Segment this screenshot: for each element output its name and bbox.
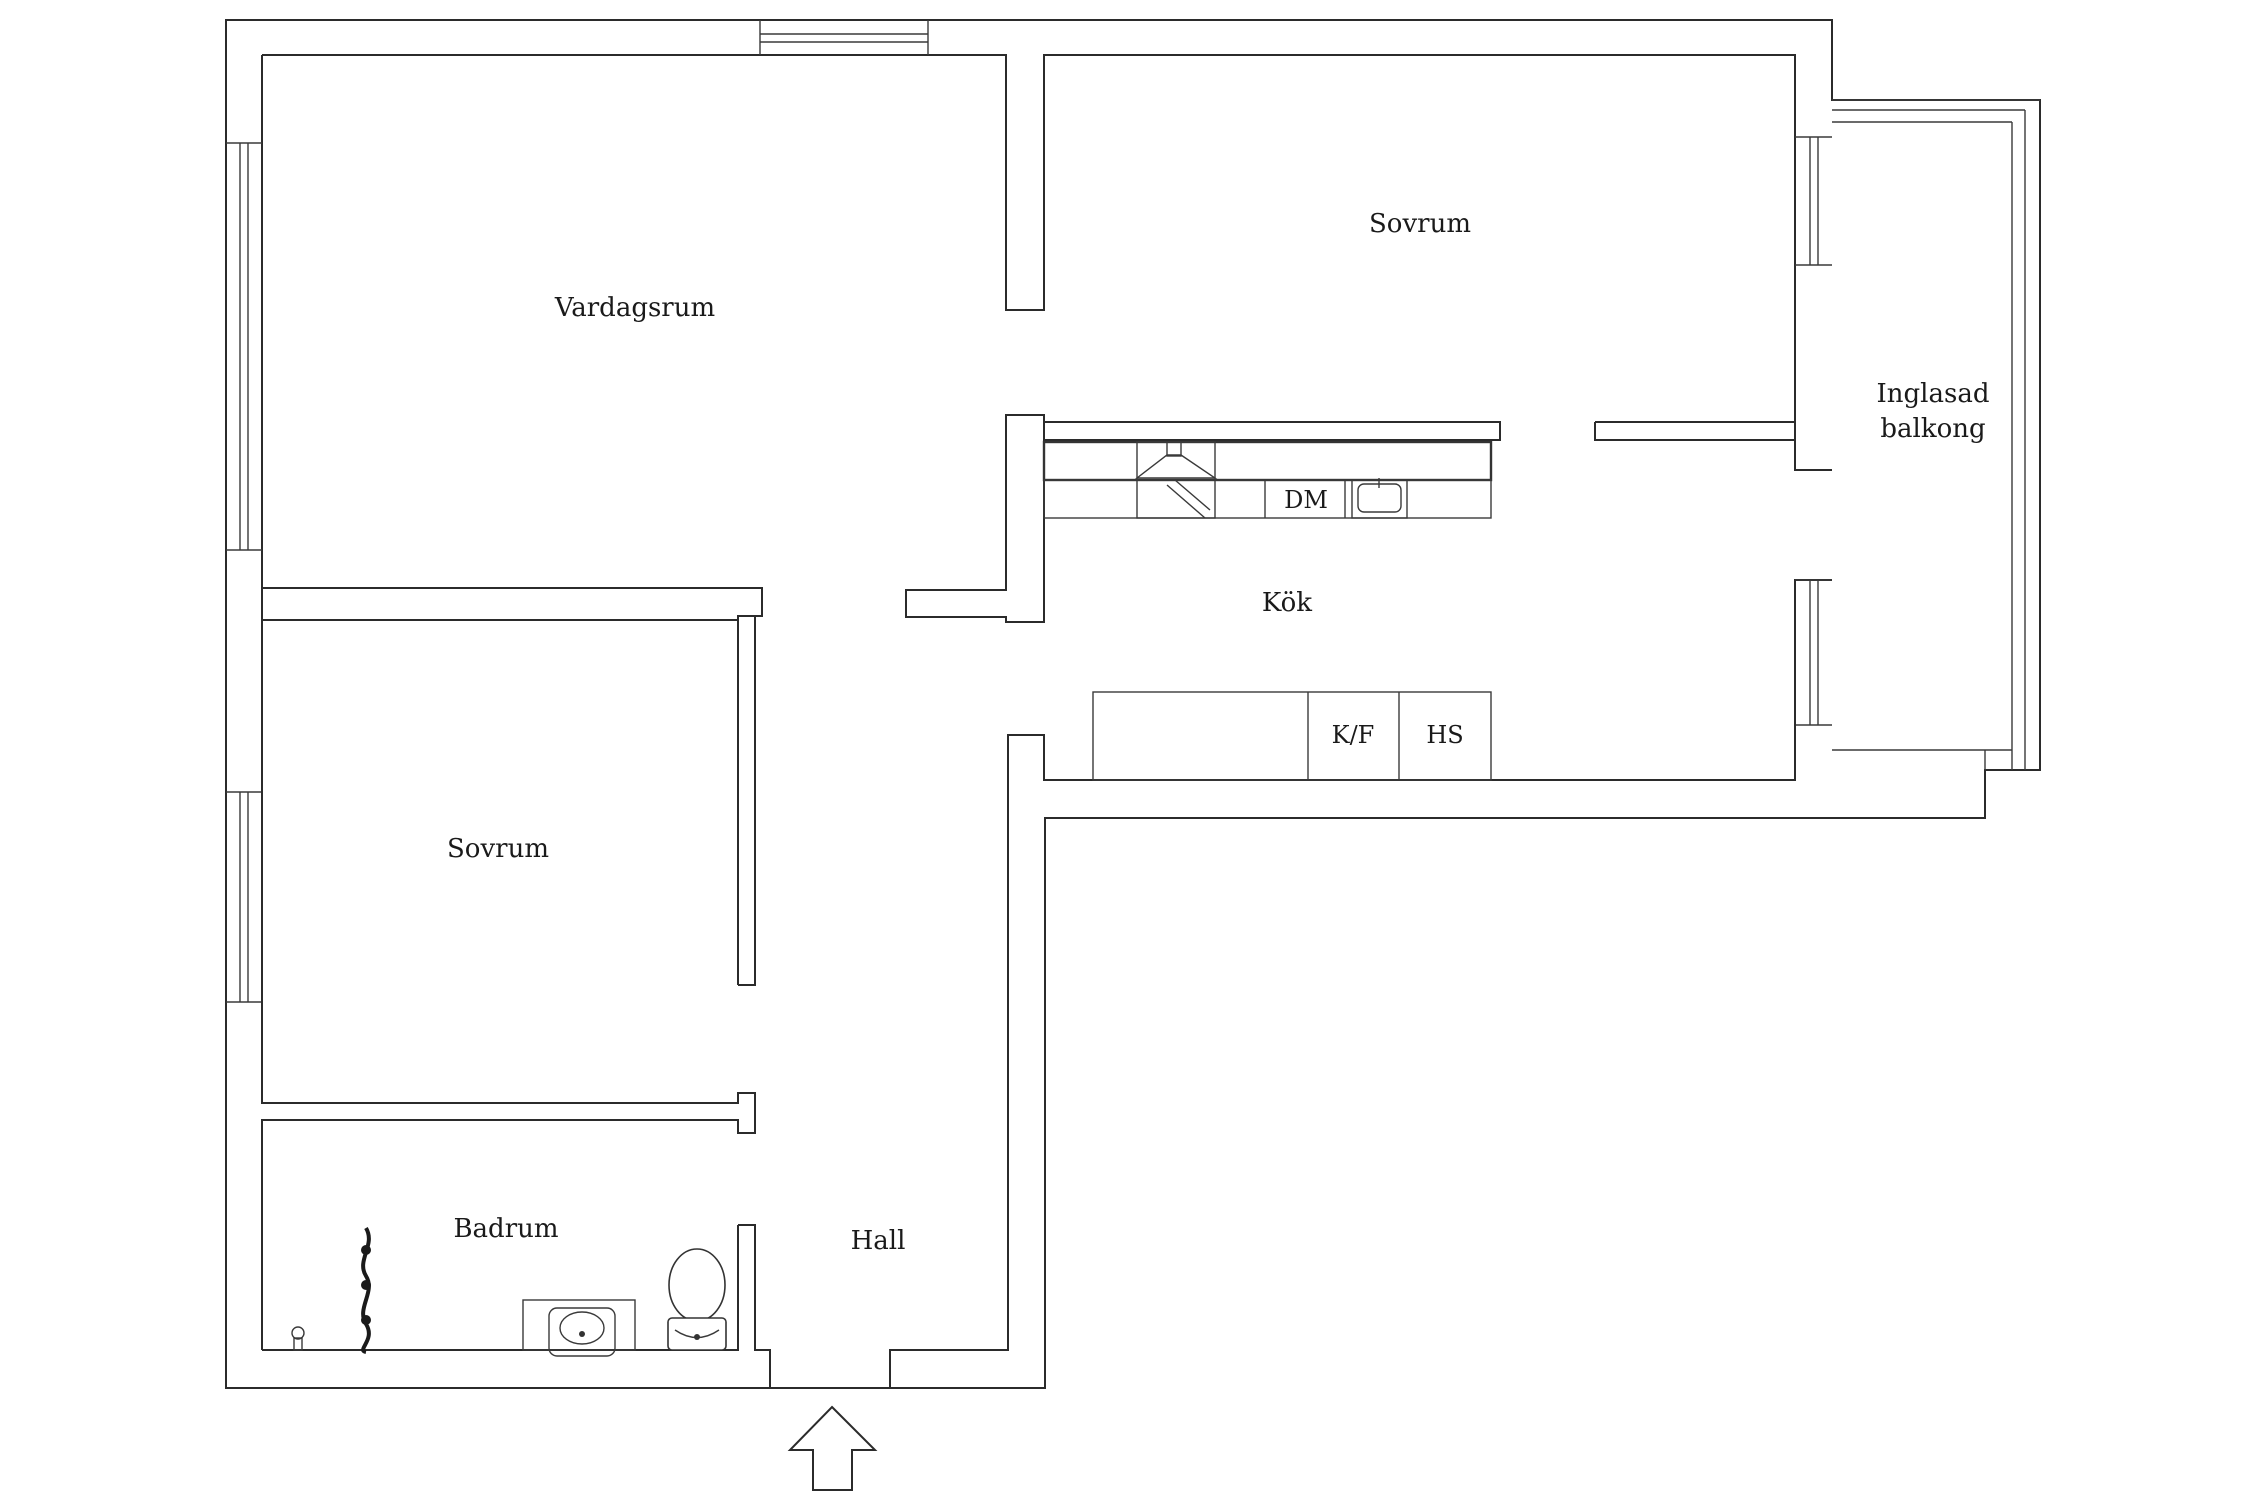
sink-icon [522,1299,636,1357]
faucet-icon [291,1326,305,1351]
toilet-icon [667,1248,727,1351]
room-label-kok: Kök [1262,588,1312,618]
room-label-sovrum-top: Sovrum [1369,209,1471,239]
kitchen-counter-lower: K/F HS [1092,691,1492,781]
kitchen-counter-upper: DM [1042,440,1493,519]
room-label-vardagsrum: Vardagsrum [554,293,715,323]
stove-hood-icon [1134,441,1218,519]
fridge-freezer-label: K/F [1332,721,1375,749]
room-label-sovrum-left: Sovrum [447,834,549,864]
room-label-hall: Hall [851,1226,906,1256]
room-label-balcony-line1: Inglasad [1877,379,1990,409]
outer-walls [225,19,2041,1389]
cabinet-label: HS [1426,721,1463,749]
room-label-badrum: Badrum [453,1214,558,1244]
entrance-arrow-icon [787,1405,878,1491]
room-label-balcony-line2: balkong [1880,414,1985,444]
towel-rail-icon [361,1226,371,1354]
kitchen-sink-icon [1351,478,1408,519]
dishwasher-label: DM [1284,486,1328,514]
interior-walls [261,99,2040,1388]
